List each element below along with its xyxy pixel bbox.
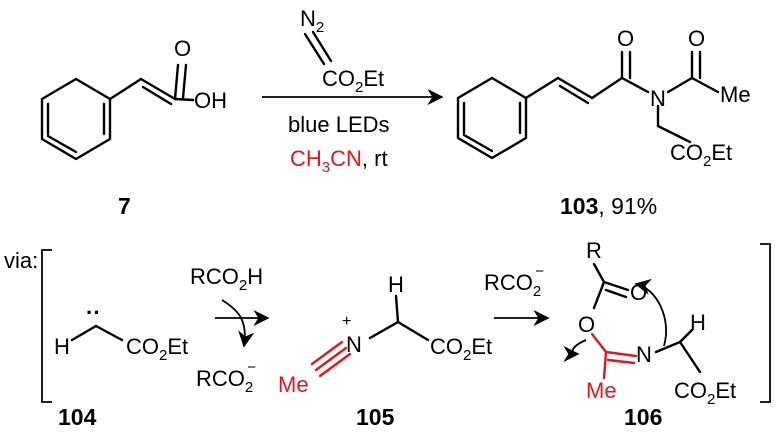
compound-label-103: 103, 91%: [560, 193, 657, 219]
imidate-ester-label: CO2Et: [674, 378, 736, 408]
nitrilium-h-label: H: [388, 272, 404, 297]
nitrilium-ester-label: CO2Et: [430, 334, 492, 364]
product-ester-label: CO2Et: [670, 140, 732, 170]
carboxylate-byproduct-label: RCO2−: [196, 359, 256, 396]
condition-blue-leds: blue LEDs: [288, 112, 390, 137]
proton-transfer-arrow: [221, 299, 255, 348]
via-label: via:: [4, 248, 38, 273]
imidate-ester-o-label: O: [578, 312, 595, 337]
compound-label-104: 104: [58, 404, 97, 430]
reagent-ester-label: CO2Et: [322, 66, 384, 96]
cinnamic-acid-structure: O OH: [40, 36, 227, 161]
nucleophilic-attack-arrow: [634, 278, 667, 347]
imidate-structure: R O O N H Me CO2Et: [563, 238, 736, 408]
nitrilium-n-label: N: [346, 332, 362, 357]
compound-label-7: 7: [118, 193, 131, 219]
imidate-me-label: Me: [586, 378, 617, 403]
carbene-h-label: H: [54, 334, 70, 359]
compound-label-106: 106: [624, 404, 662, 430]
diazo-n-label: N2: [300, 6, 324, 36]
product-n-label: N: [650, 86, 666, 111]
hydroxyl-label: OH: [194, 88, 227, 113]
left-bracket: [41, 249, 52, 403]
nitrilium-charge: +: [342, 313, 351, 330]
carbene-ester-label: CO2Et: [126, 334, 188, 364]
product-o1-label: O: [617, 26, 634, 51]
acyl-transfer-arrow: [563, 339, 587, 363]
compound-label-105: 105: [356, 404, 395, 430]
carboxylate-reagent-label: RCO2−: [484, 263, 544, 300]
condition-solvent: CH3CN, rt: [290, 146, 388, 176]
nitrilium-me-label: Me: [278, 372, 309, 397]
right-bracket: [760, 243, 771, 403]
nitrilium-structure: N + H Me CO2Et: [278, 272, 492, 397]
acid-reagent-label: RCO2H: [190, 264, 263, 294]
imidate-n-label: N: [636, 342, 652, 367]
imidate-r-label: R: [586, 238, 602, 263]
product-me-label: Me: [720, 82, 751, 107]
imidate-h-label: H: [690, 310, 706, 335]
carbene-structure: H ·· CO2Et: [54, 300, 188, 364]
carbonyl-o-label: O: [174, 36, 191, 61]
ethyl-diazoacetate-structure: N2 CO2Et: [300, 6, 384, 96]
carbene-lone-pair: ··: [86, 300, 101, 325]
product-o2-label: O: [688, 26, 705, 51]
product-imide-structure: O O N Me CO2Et: [456, 26, 751, 170]
